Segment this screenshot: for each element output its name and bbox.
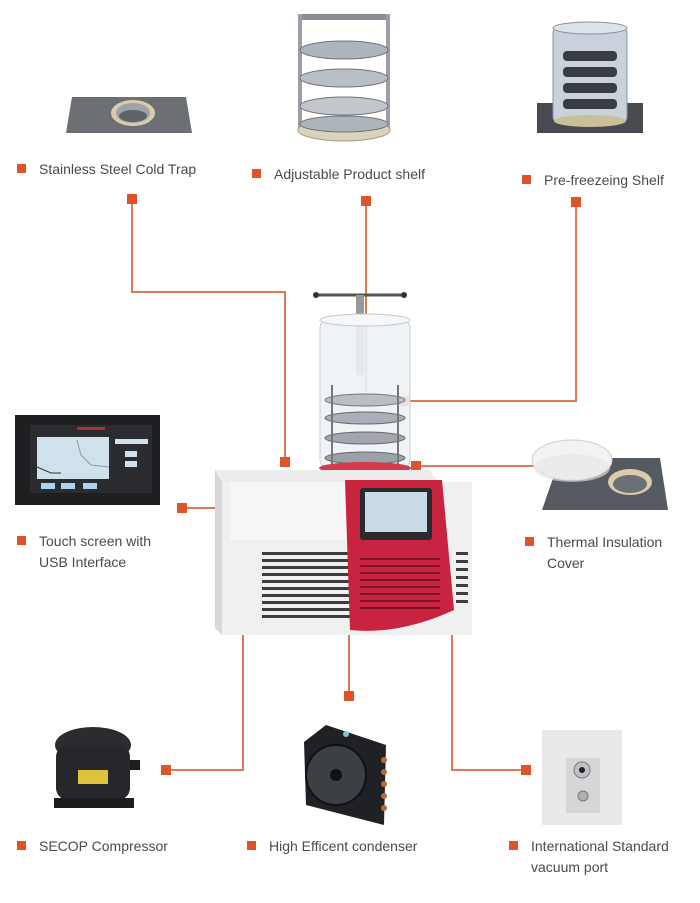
bullet-icon: [17, 164, 26, 173]
insulation-cover-image: [531, 439, 668, 510]
node-compressor-label: [161, 765, 171, 775]
connector-vacuum-port: [451, 606, 526, 771]
node-touch-label: [177, 503, 187, 513]
vacuum-port-image: [542, 730, 622, 825]
touch-screen-image: [15, 415, 160, 505]
bullet-icon: [17, 536, 26, 545]
node-cold-trap-label: [127, 194, 137, 204]
label-cold-trap: Stainless Steel Cold Trap: [17, 159, 196, 180]
node-product-shelf-label: [361, 196, 371, 206]
connector-compressor: [166, 614, 244, 771]
condenser-image: [304, 725, 387, 825]
bullet-icon: [247, 841, 256, 850]
label-compressor: SECOP Compressor: [17, 836, 168, 857]
compressor-image: [54, 727, 140, 808]
label-prefreeze-shelf: Pre-freezeing Shelf: [522, 170, 664, 191]
connector-prefreeze-shelf: [404, 202, 577, 402]
node-vacuum-label: [521, 765, 531, 775]
label-touch-screen: Touch screen with USB Interface: [17, 531, 151, 573]
prefreeze-shelf-image: [537, 21, 643, 133]
label-vacuum-port: International Standard vacuum port: [509, 836, 669, 878]
node-prefreeze-label: [571, 197, 581, 207]
connector-cold-trap: [131, 200, 286, 462]
bullet-icon: [17, 841, 26, 850]
node-condenser-label: [344, 691, 354, 701]
freeze-dryer-machine: [215, 292, 472, 635]
label-insulation-cover: Thermal Insulation Cover: [525, 532, 662, 574]
bullet-icon: [252, 169, 261, 178]
bullet-icon: [525, 537, 534, 546]
node-cold-trap-machine: [280, 457, 290, 467]
bullet-icon: [522, 175, 531, 184]
cold-trap-image: [66, 97, 192, 133]
label-condenser: High Efficent condenser: [247, 836, 417, 857]
node-cover-machine: [411, 461, 421, 471]
bullet-icon: [509, 841, 518, 850]
label-product-shelf: Adjustable Product shelf: [252, 164, 425, 185]
product-shelf-image: [297, 14, 391, 142]
